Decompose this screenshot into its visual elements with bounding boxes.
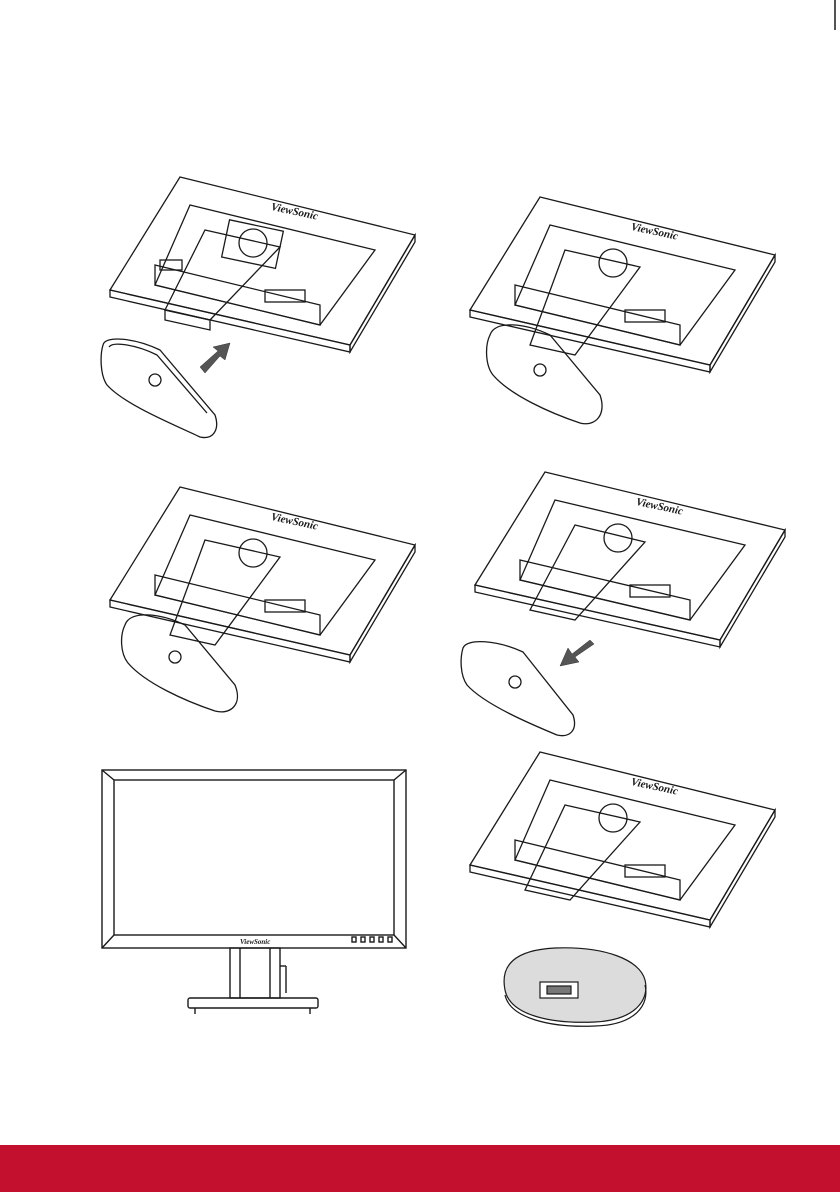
footer-color-bar <box>0 1145 840 1192</box>
illustration-detach-base: ViewSonic <box>455 470 795 740</box>
illustration-cable-cover: ViewSonic <box>455 750 785 1035</box>
illustration-attach-base: ViewSonic <box>95 175 425 450</box>
page-edge-mark <box>830 0 840 30</box>
arrow-up-right-icon <box>200 343 230 373</box>
illustration-base-attached: ViewSonic <box>455 195 785 445</box>
brand-mark: ViewSonic <box>270 201 319 223</box>
illustration-monitor-front: ViewSonic <box>100 768 410 1018</box>
illustration-base-attached-variant: ViewSonic <box>95 485 425 715</box>
brand-mark: ViewSonic <box>270 511 319 533</box>
brand-mark: ViewSonic <box>630 221 679 243</box>
brand-mark: ViewSonic <box>240 938 270 946</box>
brand-mark: ViewSonic <box>630 776 679 798</box>
arrow-down-left-icon <box>560 640 594 666</box>
